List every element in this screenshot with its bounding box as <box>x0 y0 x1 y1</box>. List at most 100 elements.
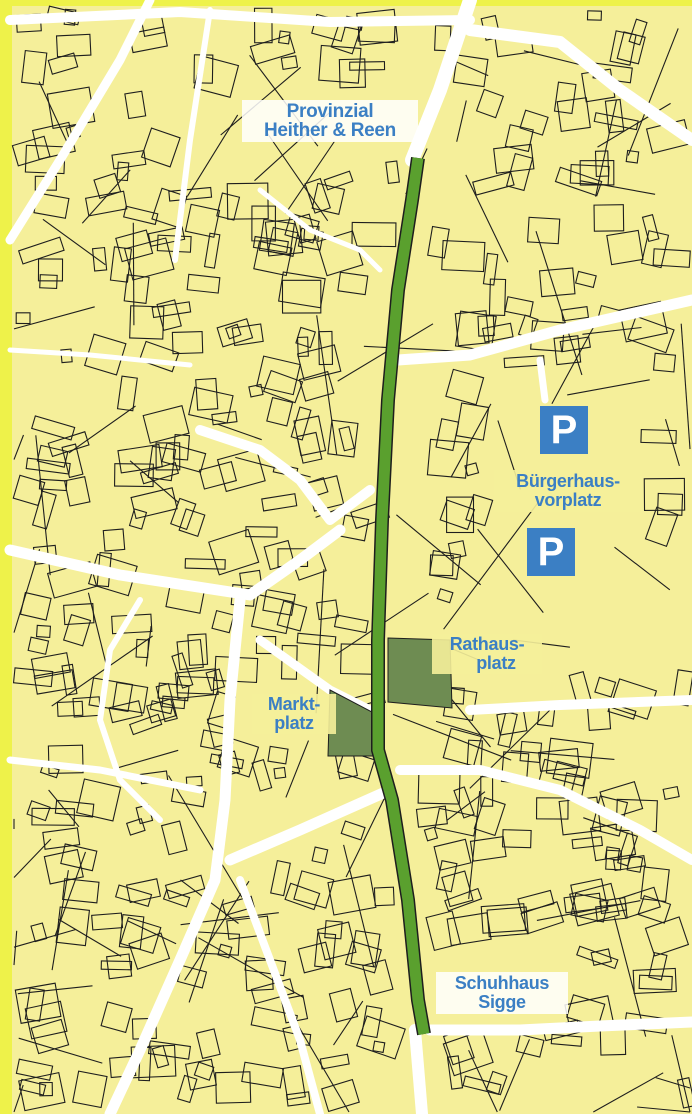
parcel-boundary <box>38 81 70 148</box>
building-outline <box>155 442 181 471</box>
building-outline <box>123 205 159 226</box>
parcel-boundary <box>671 1035 691 1113</box>
building-outline <box>446 912 492 947</box>
building-outline <box>39 1081 53 1097</box>
building-outline <box>251 759 273 792</box>
road-north-top <box>5 7 475 27</box>
parcel-boundary <box>613 917 647 1037</box>
parcel-boundary <box>535 231 583 376</box>
building-outline <box>637 894 672 924</box>
building-outline <box>102 528 126 552</box>
building-outline <box>278 30 291 45</box>
parking-icon[interactable]: P <box>540 406 588 454</box>
building-outline <box>100 960 133 971</box>
building-outline <box>281 1065 306 1101</box>
building-outline <box>338 425 355 452</box>
parcel-boundary <box>637 1106 691 1113</box>
parcel-boundary <box>443 501 539 630</box>
parcel-boundary <box>510 750 615 760</box>
building-outline <box>515 1033 545 1058</box>
parcel-boundary <box>13 930 18 966</box>
building-outline <box>39 274 58 290</box>
building-outline <box>453 786 475 819</box>
building-outline <box>111 149 147 170</box>
building-outline <box>108 700 143 724</box>
building-outline <box>435 860 458 893</box>
parcel-boundary <box>48 789 80 828</box>
building-outline <box>493 143 535 174</box>
building-outline <box>55 906 91 947</box>
building-outline <box>373 886 395 907</box>
building-outline <box>469 836 507 862</box>
parcel-boundary <box>477 528 544 613</box>
parcel-boundary <box>343 844 375 968</box>
building-outline <box>569 882 620 927</box>
building-outline <box>208 528 260 576</box>
building-outline <box>423 826 439 842</box>
parcel-boundary <box>614 546 671 591</box>
building-outline <box>517 889 555 913</box>
building-outline <box>442 1029 494 1077</box>
parcel-boundary <box>468 1049 498 1113</box>
parcel-boundary <box>499 1039 531 1111</box>
building-outline <box>91 912 124 931</box>
building-outline <box>503 355 545 369</box>
building-outline <box>109 246 133 283</box>
building-outline <box>15 1058 54 1081</box>
building-outline <box>266 396 294 427</box>
building-outline <box>311 846 329 865</box>
parcel-boundary <box>468 791 481 900</box>
building-outline <box>258 218 296 256</box>
building-outline <box>464 462 480 477</box>
building-outline <box>609 30 637 66</box>
building-outline <box>641 214 660 243</box>
parcel-boundary <box>396 514 482 586</box>
label-schuhhaus-line2: Sigge <box>478 992 526 1012</box>
building-outline <box>267 745 289 765</box>
building-outline <box>606 229 644 266</box>
map-edge-strip <box>0 0 12 1114</box>
building-outline <box>72 1070 108 1109</box>
building-outlines <box>11 5 692 1113</box>
building-outline <box>125 878 162 904</box>
building-outline <box>270 859 291 897</box>
building-outline <box>579 159 615 186</box>
building-outline <box>245 526 278 538</box>
parcel-boundary <box>583 817 630 835</box>
building-outline <box>444 887 483 912</box>
building-outline <box>226 182 269 220</box>
parcel-boundary <box>333 1000 364 1046</box>
building-outline <box>559 336 591 353</box>
building-outline <box>553 335 582 366</box>
building-outline <box>231 323 264 347</box>
building-outline <box>194 931 241 956</box>
building-outline <box>571 836 603 850</box>
building-outline <box>576 945 619 970</box>
parcel-boundary <box>582 326 642 335</box>
label-rathaus-line2: platz <box>476 653 516 673</box>
parking-icon[interactable]: P <box>527 528 575 576</box>
building-outline <box>114 884 153 907</box>
building-outline <box>446 496 475 534</box>
parcel-boundary <box>217 423 262 441</box>
building-outline <box>340 820 366 841</box>
building-outline <box>314 932 337 969</box>
building-outline <box>47 744 84 775</box>
parcel-boundary <box>285 740 310 798</box>
building-outline <box>171 330 204 355</box>
parcel-boundary <box>664 419 680 467</box>
building-outline <box>296 344 342 381</box>
building-outline <box>293 870 335 909</box>
building-outline <box>112 681 149 714</box>
road-south-east <box>424 1016 692 1036</box>
parcel-boundary <box>567 379 650 396</box>
building-outline <box>61 663 78 696</box>
building-outline <box>119 916 162 955</box>
parcel-boundary <box>465 174 509 263</box>
parcel-boundary <box>284 141 335 215</box>
main-street-fill <box>372 157 430 1035</box>
parcel-boundary <box>13 306 95 330</box>
building-outline <box>155 683 178 723</box>
